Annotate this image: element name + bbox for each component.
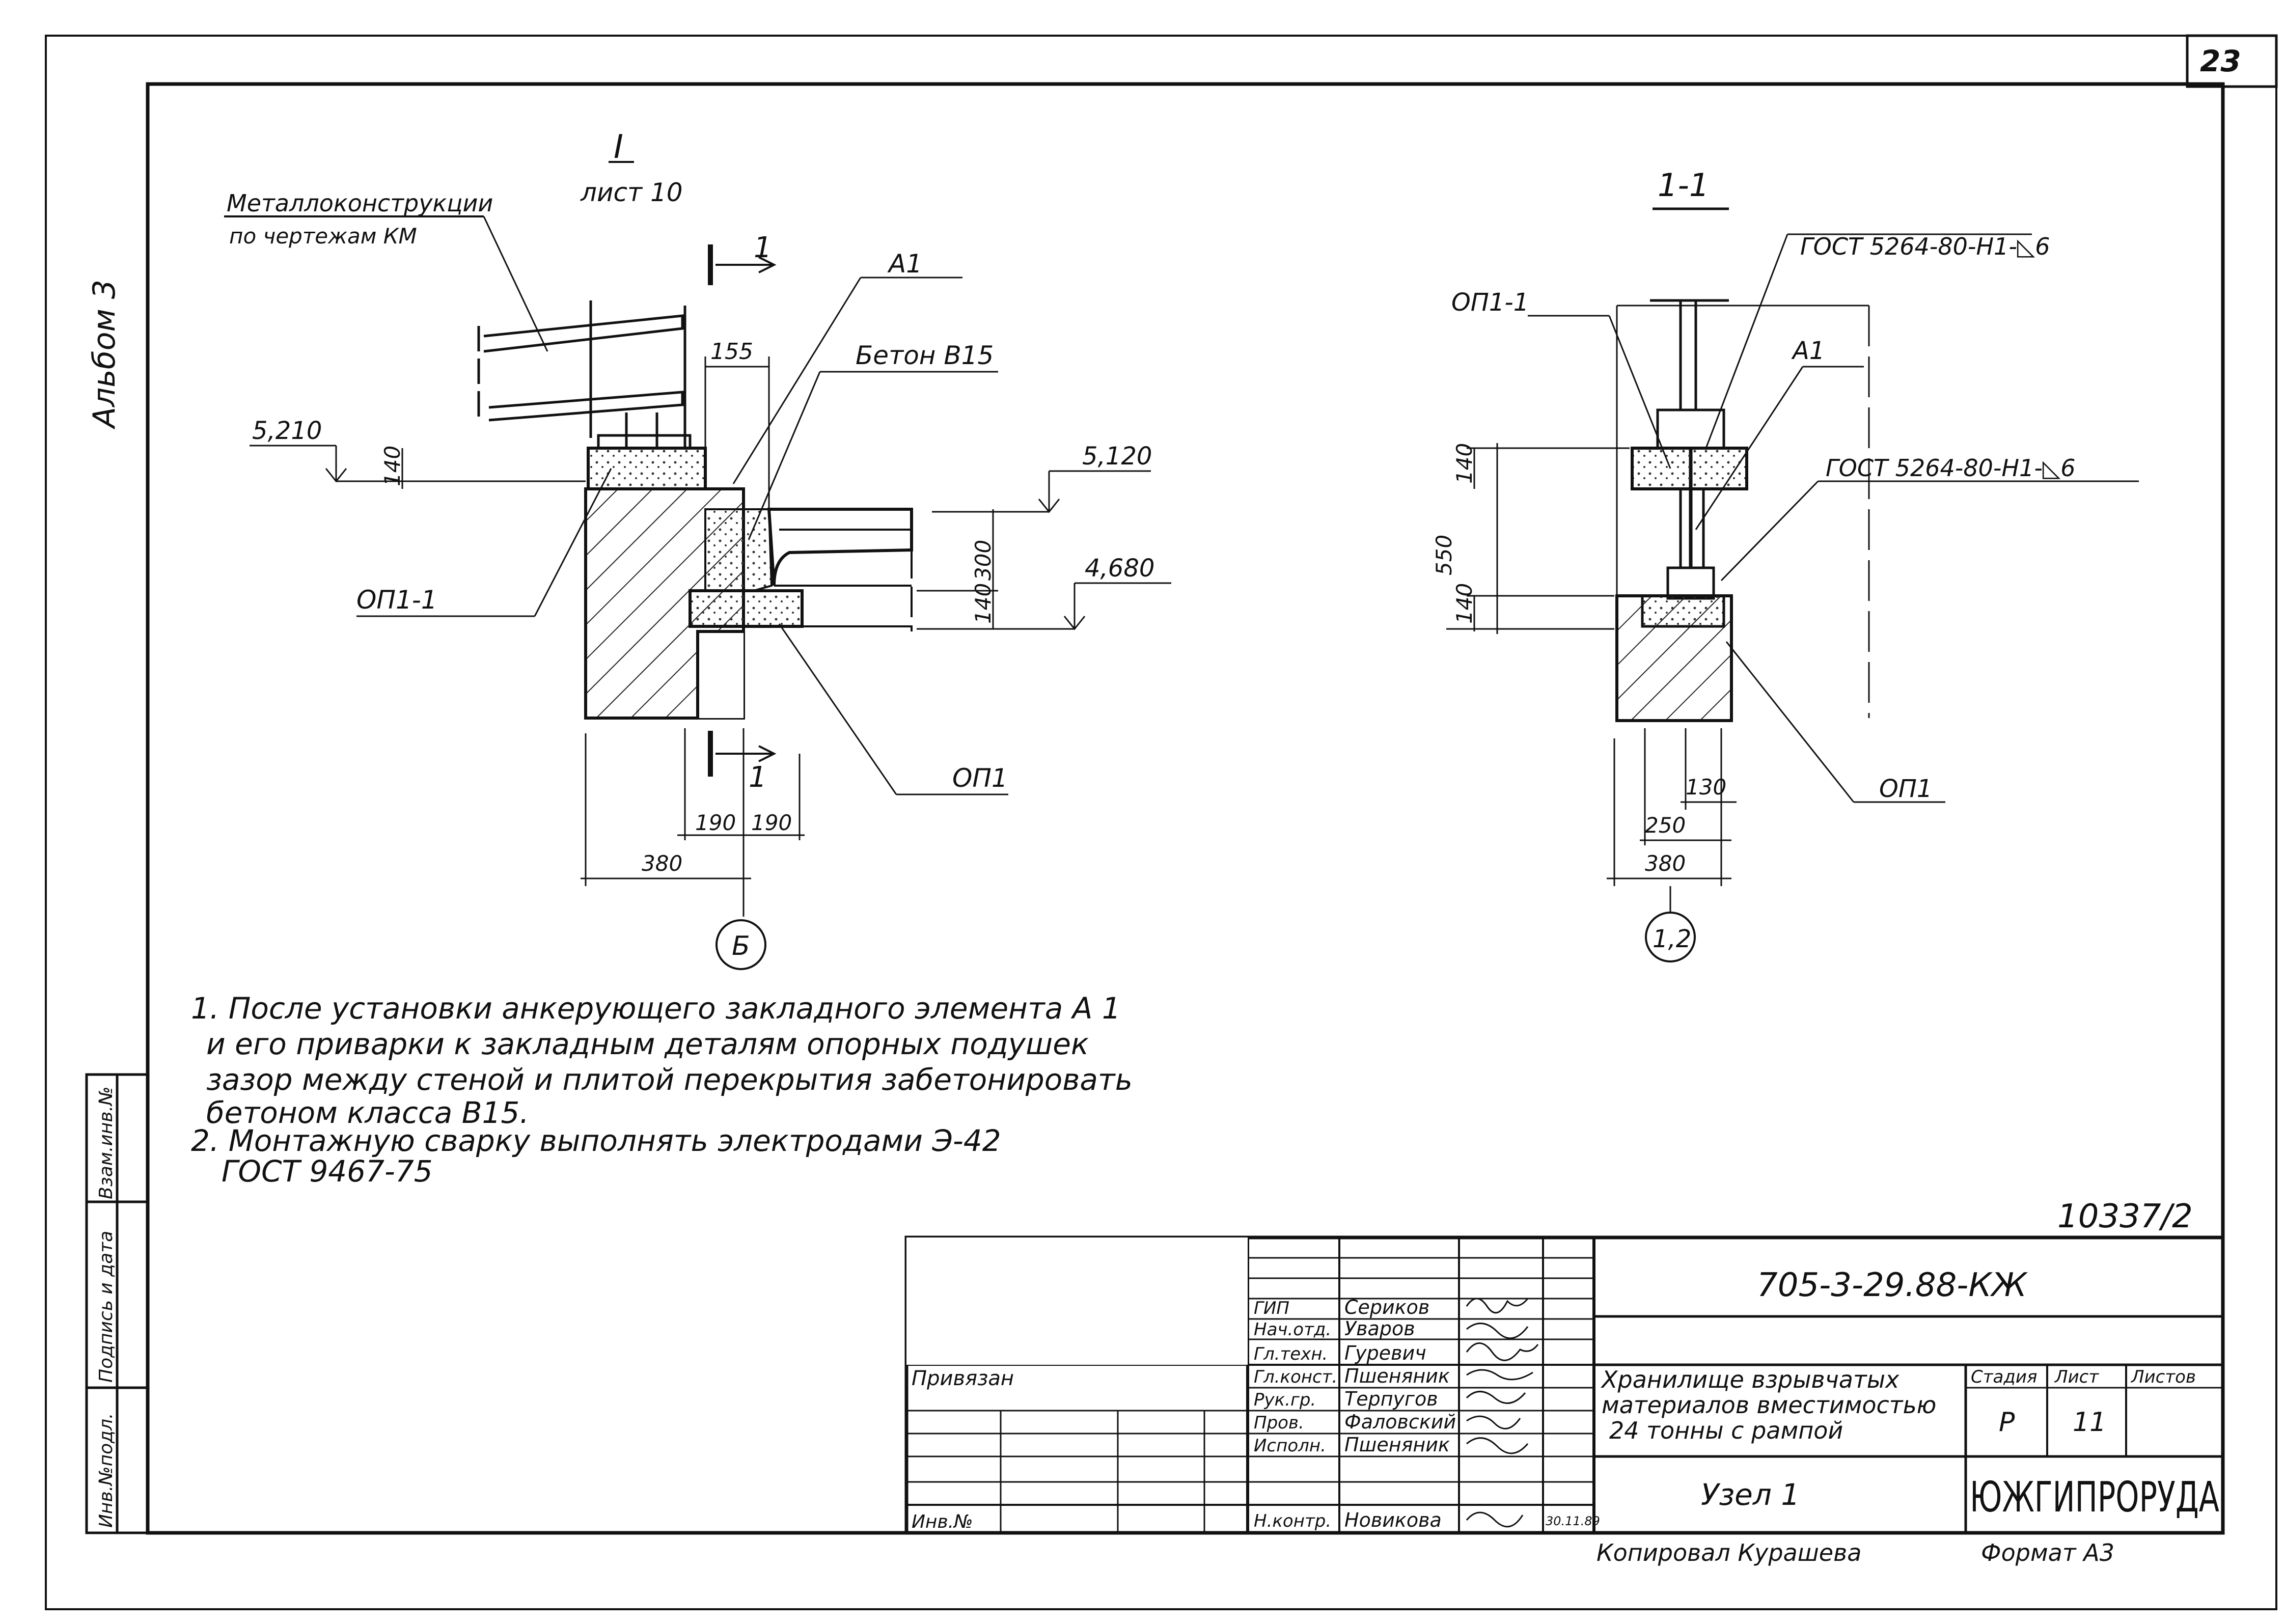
tb-role: Пров.: [1254, 1413, 1304, 1433]
tb-drawing-name: Узел 1: [1701, 1477, 1800, 1512]
tb-company: ЮЖГИПРОРУДА: [1970, 1473, 2219, 1522]
section-pad-op1-1: [1631, 447, 1748, 490]
notes: 1. После установки анкерующего закладног…: [191, 991, 1133, 1189]
tb-sheet-header: Лист: [2054, 1367, 2099, 1387]
weld-bottom: ГОСТ 5264-80-Н1-◺6: [1826, 454, 2076, 482]
section-label-op1-1: ОП1-1: [1451, 288, 1529, 317]
node-ref: лист 10: [580, 178, 683, 207]
tb-sheet: 11: [2073, 1407, 2106, 1438]
note-line: зазор между стеной и плитой перекрытия з…: [206, 1062, 1133, 1097]
label-op1-1: ОП1-1: [356, 585, 437, 615]
tb-role: Гл.техн.: [1254, 1344, 1328, 1364]
tb-role: Исполн.: [1254, 1436, 1326, 1456]
steel-label-1: Металлоконструкции: [227, 189, 493, 217]
dim-190-left: 190: [695, 810, 736, 835]
section-dim-140-bottom: 140: [1452, 583, 1477, 624]
tb-role: Нач.отд.: [1254, 1319, 1331, 1340]
steel-label-2: по чертежам КМ: [229, 224, 417, 249]
tb-role: Рук.гр.: [1254, 1390, 1316, 1410]
section-label-op1: ОП1: [1879, 775, 1932, 803]
note-line: 2. Монтажную сварку выполнять электродам…: [191, 1123, 1001, 1158]
tb-inv-no: Инв.№: [912, 1511, 973, 1532]
note-line: и его приварки к закладным деталям опорн…: [206, 1027, 1089, 1061]
level-4680: 4,680: [1085, 554, 1154, 583]
note-line: ГОСТ 9467-75: [222, 1154, 433, 1189]
tb-privyazan: Привязан: [912, 1367, 1014, 1390]
section-pad-op1: [1641, 594, 1725, 628]
tb-name: Сериков: [1344, 1296, 1429, 1318]
sheet-number: 23: [2200, 44, 2241, 78]
tb-object-1: Хранилище взрывчатых: [1601, 1366, 1899, 1393]
tb-name: Пшеняник: [1344, 1434, 1450, 1456]
tb-object-3: 24 тонны с рампой: [1609, 1417, 1843, 1444]
section-dim-550: 550: [1431, 535, 1456, 575]
tb-name: Пшеняник: [1344, 1365, 1450, 1387]
section-label-a1: A1: [1791, 337, 1825, 365]
weld-top: ГОСТ 5264-80-Н1-◺6: [1800, 233, 2050, 260]
tb-name: Гуревич: [1344, 1342, 1426, 1364]
tb-stage: Р: [1999, 1407, 2015, 1438]
tb-name: Терпугов: [1344, 1388, 1438, 1410]
axis-12-label: 1,2: [1653, 925, 1691, 953]
tb-roles: ГИП Сериков Нач.отд. Уваров Гл.техн. Гур…: [1254, 1296, 1456, 1531]
tb-object-2: материалов вместимостью: [1602, 1391, 1936, 1419]
tb-copied: Копировал Курашева: [1596, 1539, 1861, 1566]
section-dim-140-top: 140: [1452, 443, 1477, 484]
stamp-sign-date: Подпись и дата: [96, 1231, 117, 1383]
node-view: I лист 10 Металлоконструкции по чертежам…: [224, 128, 1171, 970]
tb-date: 30.11.89: [1546, 1514, 1600, 1528]
tb-role: Н.контр.: [1254, 1511, 1331, 1531]
section-view: 1-1 ГОСТ 5264-80-Н1-◺6 ГОСТ 5264-80-Н1-◺…: [1431, 167, 2139, 962]
axis-b-bubble: [715, 919, 766, 970]
label-a1: A1: [887, 249, 922, 279]
pad-op1: [689, 589, 804, 628]
tb-name: Фаловский: [1344, 1411, 1456, 1433]
steel-beam: [477, 300, 686, 448]
section-title: 1-1: [1658, 167, 1709, 204]
tb-format: Формат А3: [1981, 1539, 2114, 1566]
tb-role: Гл.конст.: [1254, 1367, 1337, 1387]
note-line: 1. После установки анкерующего закладног…: [191, 991, 1121, 1026]
tb-sheets-header: Листов: [2130, 1367, 2196, 1387]
archive-number: 10337/2: [2057, 1198, 2193, 1235]
tb-name: Уваров: [1344, 1317, 1415, 1340]
dim-140-right: 140: [971, 583, 996, 624]
axis-12-bubble: [1645, 912, 1696, 962]
section-dim-380: 380: [1645, 851, 1686, 876]
tb-name: Новикова: [1344, 1509, 1442, 1531]
label-op1: ОП1: [952, 763, 1008, 793]
tb-role: ГИП: [1254, 1298, 1289, 1318]
floor-slab: [767, 508, 913, 586]
dim-300: 300: [971, 540, 996, 581]
concrete-infill: [704, 508, 773, 592]
section-mark-top: 1: [754, 231, 772, 264]
dim-380: 380: [642, 851, 682, 876]
level-5210: 5,210: [252, 417, 322, 445]
dim-140-top: 140: [380, 446, 405, 486]
stamp-inv-orig: Инв.№подл.: [96, 1413, 117, 1528]
album-label: Альбом 3: [87, 280, 122, 430]
dim-155: 155: [710, 339, 753, 365]
signatures: [1466, 1298, 1539, 1528]
stamp-replace-inv: Взам.инв.№: [96, 1086, 117, 1199]
note-line: бетоном класса В15.: [206, 1095, 529, 1130]
section-dim-250: 250: [1645, 813, 1686, 838]
level-5120: 5,120: [1082, 442, 1152, 471]
pad-op1-1: [587, 447, 707, 490]
node-mark: I: [614, 128, 623, 166]
side-stamp: [85, 1073, 149, 1534]
sheet-frame: [45, 34, 2278, 1610]
section-mark-bottom: 1: [749, 761, 767, 794]
label-concrete: Бетон В15: [856, 341, 994, 370]
section-dim-130: 130: [1686, 775, 1726, 800]
axis-b-label: Б: [732, 931, 750, 961]
tb-stage-header: Стадия: [1971, 1367, 2037, 1387]
tb-designation: 705-3-29.88-КЖ: [1757, 1267, 2028, 1304]
dim-190-right: 190: [751, 810, 792, 835]
